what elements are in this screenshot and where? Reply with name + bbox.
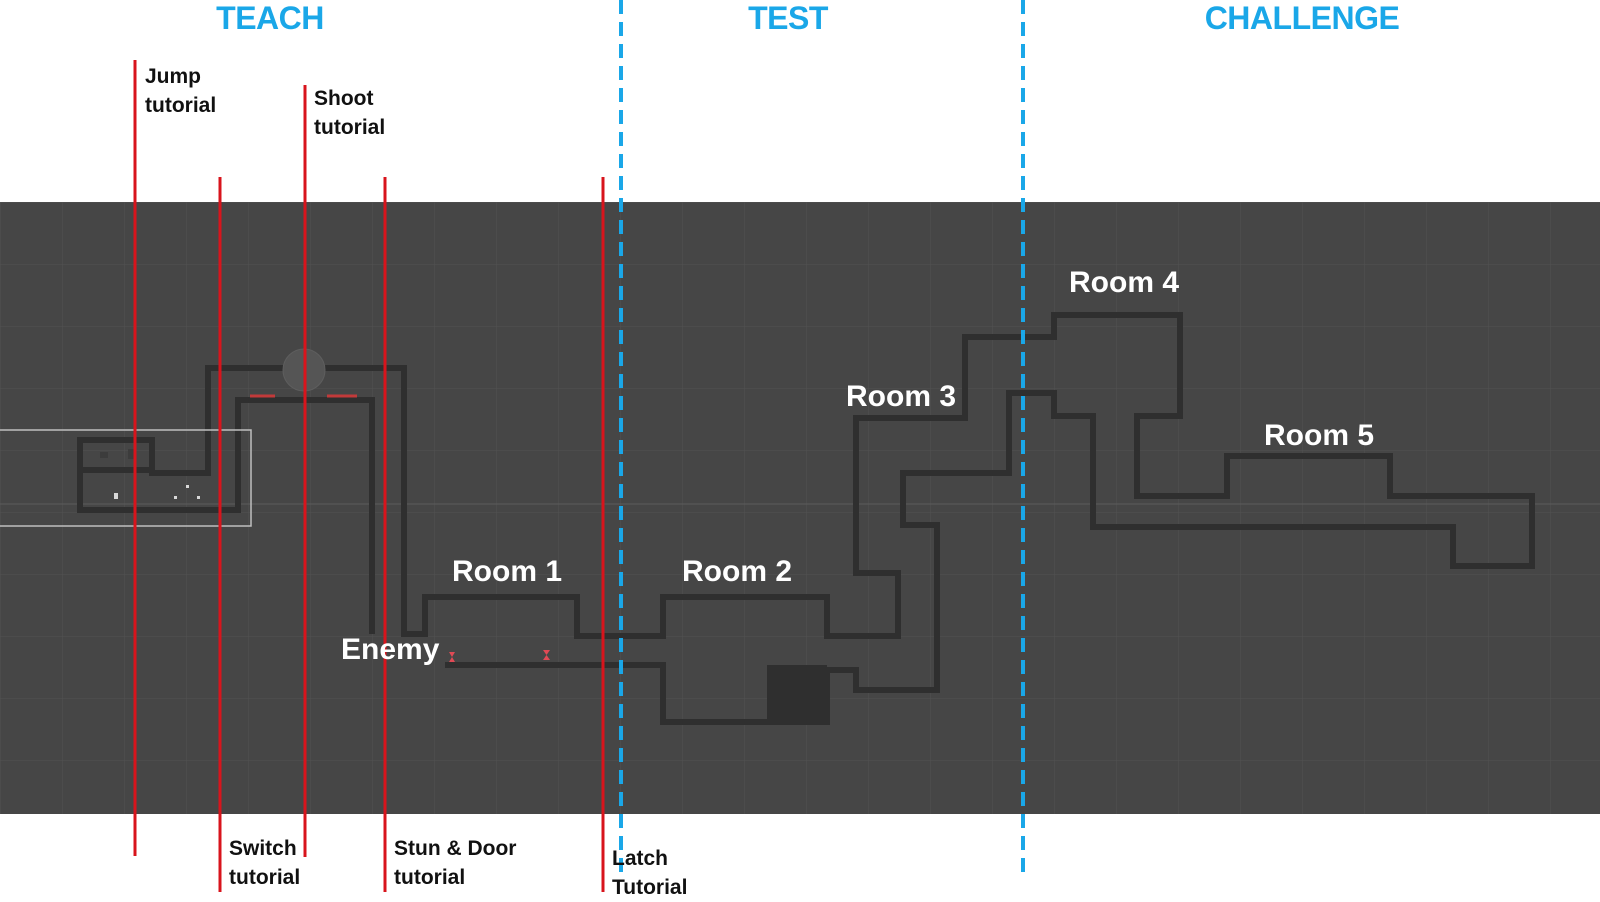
- room-2-label: Room 2: [682, 555, 793, 588]
- room-3-label: Room 3: [846, 380, 957, 413]
- section-title-test: TEST: [748, 0, 828, 36]
- room-1-label: Room 1: [452, 555, 563, 588]
- start-selection-box: [0, 429, 252, 527]
- enemy-icon: [543, 650, 550, 660]
- room-4-label: Room 4: [1069, 266, 1180, 299]
- sprite-markers: [100, 449, 200, 499]
- enemy-sprites: [449, 650, 550, 662]
- tutorial-markers: [133, 60, 605, 892]
- enemy-label: Enemy: [341, 633, 440, 666]
- section-title-challenge: CHALLENGE: [1204, 0, 1400, 36]
- room-5-label: Room 5: [1264, 419, 1375, 452]
- level-path: [77, 312, 1535, 725]
- section-title-teach: TEACH: [216, 0, 324, 36]
- inner-corridor: [77, 397, 375, 634]
- start-area-outline: [80, 312, 1535, 725]
- start-room-block: [77, 437, 155, 473]
- section-dividers: [619, 0, 1025, 880]
- enemy-icon: [449, 652, 455, 662]
- solid-block: [767, 665, 827, 722]
